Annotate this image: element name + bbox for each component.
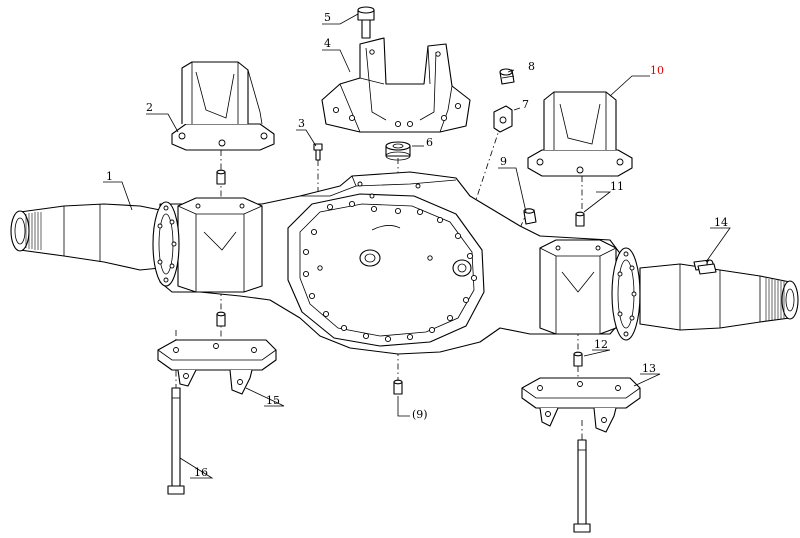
bolt-3 <box>313 143 323 161</box>
callout-14: 14 <box>714 216 728 229</box>
upper-bracket-left <box>171 61 275 151</box>
left-spring-pad <box>177 197 263 293</box>
axle-housing <box>10 171 799 355</box>
callout-11: 11 <box>610 180 624 193</box>
flange-bolt-holes <box>302 181 478 343</box>
callout-5: 5 <box>324 11 331 24</box>
lower-plate-right <box>521 377 641 433</box>
left-spline-teeth <box>25 212 42 250</box>
right-spline-teeth <box>765 278 785 321</box>
leader-lines <box>103 13 731 479</box>
bushing-6 <box>385 141 411 161</box>
callout-4: 4 <box>324 37 331 50</box>
callout-16: 16 <box>194 466 208 479</box>
long-bolt-left <box>167 387 185 495</box>
right-spindle <box>639 263 791 331</box>
callout-9-paren: (9) <box>412 408 428 421</box>
callout-labels: 1 2 3 4 5 6 7 8 9 10 11 14 12 13 15 (9) … <box>106 11 728 479</box>
center-cover-flange <box>287 193 485 347</box>
bushing-9-lower <box>393 379 403 395</box>
upper-bracket-center <box>321 37 471 133</box>
spacer-left-lower <box>216 311 226 327</box>
bolts-14 <box>693 259 717 275</box>
callout-12: 12 <box>594 338 608 351</box>
bushing-9 <box>523 208 537 225</box>
plug-8 <box>499 68 515 85</box>
spacer-11 <box>575 211 585 227</box>
callout-13: 13 <box>642 362 656 375</box>
callout-6: 6 <box>426 136 433 149</box>
callout-9: 9 <box>500 155 507 168</box>
long-bolt-right <box>573 439 591 533</box>
callout-1: 1 <box>106 170 113 183</box>
spacer-left-upper <box>216 169 226 185</box>
plate-7 <box>493 105 513 133</box>
upper-bracket-right <box>527 91 633 177</box>
bolt-5 <box>357 6 375 39</box>
callout-2: 2 <box>146 101 153 114</box>
callout-7: 7 <box>522 98 529 111</box>
spacer-12 <box>573 351 583 367</box>
callout-15: 15 <box>266 394 280 407</box>
callout-3: 3 <box>298 117 305 130</box>
callout-8: 8 <box>528 60 535 73</box>
callout-10: 10 <box>650 64 664 77</box>
lower-plate-left <box>157 339 277 395</box>
